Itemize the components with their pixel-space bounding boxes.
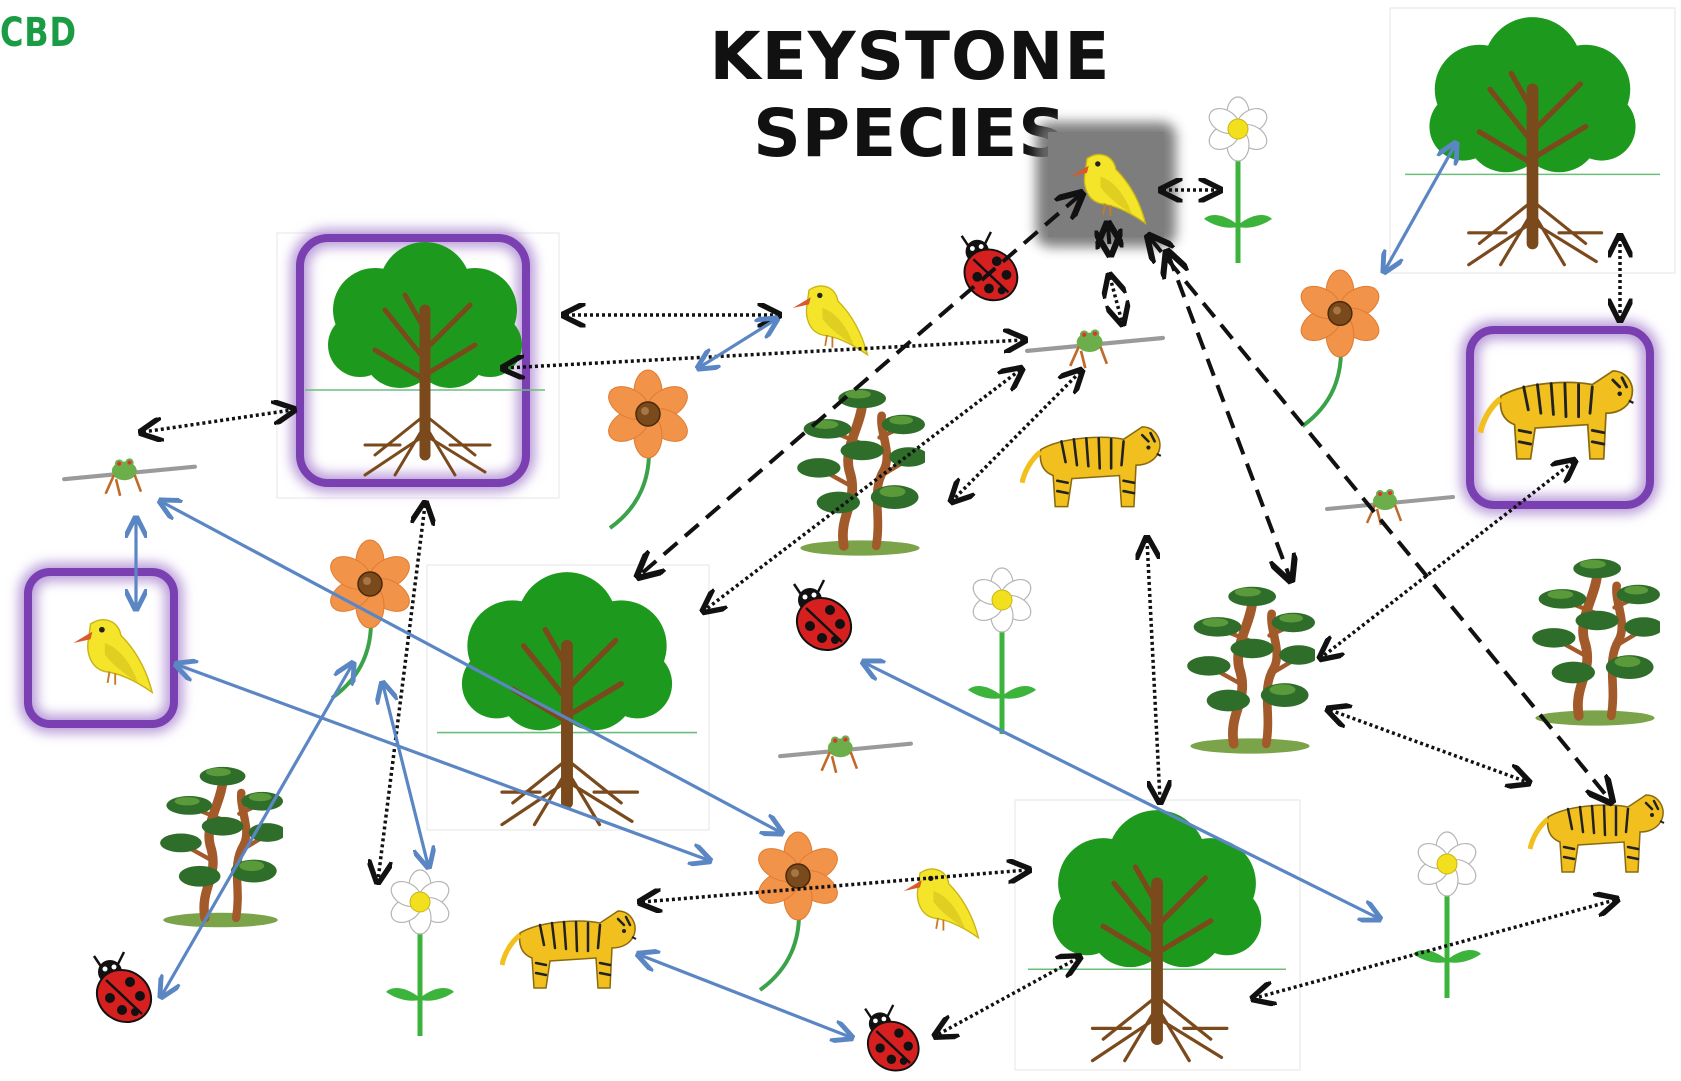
tree-icon <box>305 242 545 475</box>
dotted-arrow <box>1330 710 1527 782</box>
solid-arrow <box>162 665 352 995</box>
bird-icon <box>793 286 868 355</box>
bonsai-tree-icon <box>1532 559 1663 726</box>
orange-flower-icon <box>325 540 415 698</box>
dashed-arrow <box>1168 254 1290 578</box>
solid-arrow <box>640 955 850 1037</box>
orange-flower-icon <box>603 370 693 528</box>
bird-icon <box>904 869 979 938</box>
solid-arrow <box>1385 145 1455 270</box>
dotted-arrow <box>505 340 1023 368</box>
tiger-icon <box>502 911 636 988</box>
daisy-icon <box>386 870 454 1036</box>
dotted-arrow <box>143 410 292 432</box>
dashed-arrow <box>1108 226 1110 252</box>
ladybug-icon <box>87 952 162 1033</box>
daisy-icon <box>1413 832 1481 998</box>
solid-arrow <box>700 320 775 367</box>
frog-icon <box>64 458 195 495</box>
frog-icon <box>1327 489 1453 525</box>
tree-icon <box>1028 810 1286 1060</box>
dotted-arrow <box>937 958 1078 1035</box>
frog-icon <box>1027 329 1163 368</box>
tree-icon <box>437 572 697 824</box>
ladybug-icon <box>858 1005 928 1081</box>
bonsai-tree-icon <box>160 767 286 927</box>
orange-flower-icon <box>753 832 843 990</box>
dashed-arrow <box>640 195 1080 575</box>
dotted-arrow <box>1147 540 1160 800</box>
daisy-icon <box>968 568 1036 734</box>
bird-icon <box>73 620 152 693</box>
bonsai-tree-icon <box>1187 587 1318 754</box>
tiger-icon <box>1480 371 1633 459</box>
ladybug-icon <box>787 580 862 661</box>
daisy-icon <box>1204 97 1272 263</box>
orange-flower-icon <box>1295 270 1384 426</box>
dotted-arrow <box>1255 900 1615 998</box>
tree-icon <box>1405 17 1660 265</box>
frog-icon <box>780 735 911 772</box>
solid-arrow <box>162 502 780 832</box>
dotted-arrow <box>1322 462 1573 657</box>
dotted-arrow <box>1110 277 1122 322</box>
tiger-icon <box>1530 795 1664 872</box>
bonsai-tree-icon <box>797 389 928 556</box>
tiger-icon <box>1022 427 1161 507</box>
